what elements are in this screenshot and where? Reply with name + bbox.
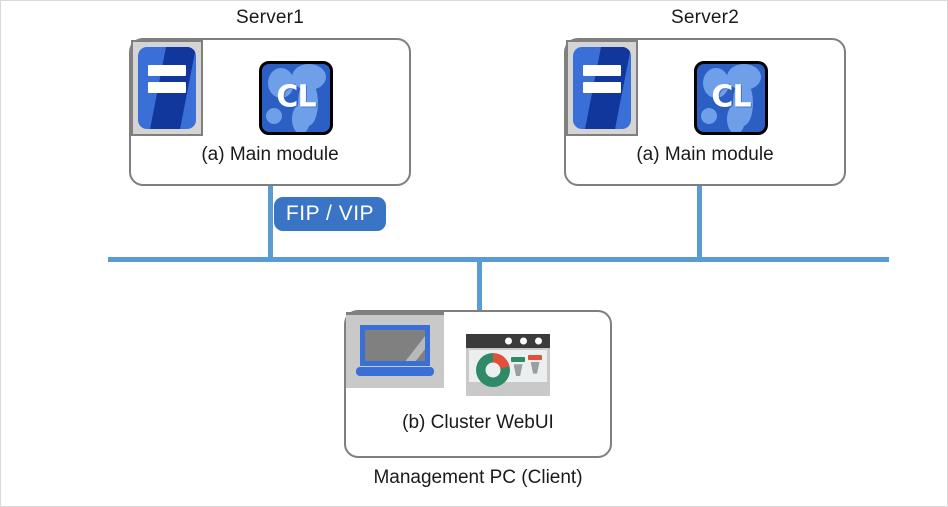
laptop-screen-glare-2 xyxy=(396,339,426,362)
cl-logo-blob-4 xyxy=(292,104,310,132)
client-browser-dashboard-icon xyxy=(466,334,550,396)
server2-module-label: (a) Main module xyxy=(636,144,774,165)
server-rack-body xyxy=(573,47,631,129)
server-rack-slot-2 xyxy=(147,82,187,93)
cl-logo-blob-1 xyxy=(268,68,294,98)
server-rack-body xyxy=(138,47,196,129)
donut-chart-hole xyxy=(485,362,501,378)
laptop-base xyxy=(355,367,435,377)
status-widget-2-stem xyxy=(530,361,540,374)
server1-network-link xyxy=(268,186,273,261)
client-laptop-icon xyxy=(346,312,444,388)
status-widget-2-cap xyxy=(528,354,543,360)
status-widget-1 xyxy=(511,357,526,377)
browser-content xyxy=(469,350,547,388)
server2-server-rack-icon xyxy=(566,40,638,136)
server2-network-link xyxy=(697,186,702,261)
client-module-label: (b) Cluster WebUI xyxy=(402,412,554,433)
cl-logo-blob-5 xyxy=(701,108,717,124)
server1-cl-logo-text: CL xyxy=(276,79,316,115)
cl-logo-blob-5 xyxy=(266,108,282,124)
status-widget-1-cap xyxy=(511,357,526,363)
client-caption: Management PC (Client) xyxy=(373,467,583,488)
status-widget-1-stem xyxy=(513,364,523,377)
server-rack-slot-2 xyxy=(582,82,622,93)
network-bus-line xyxy=(108,257,889,262)
server2-title: Server2 xyxy=(671,7,739,28)
server1-server-rack-icon xyxy=(131,40,203,136)
browser-dot-1 xyxy=(535,337,542,345)
cl-logo-blob-1 xyxy=(703,68,729,98)
status-widget-2 xyxy=(528,354,543,374)
fip-vip-badge: FIP / VIP xyxy=(274,197,386,231)
server2-cl-logo-text: CL xyxy=(711,79,751,115)
server1-title: Server1 xyxy=(236,7,304,28)
client-network-link xyxy=(477,259,482,311)
server-rack-slot-1 xyxy=(147,65,187,76)
donut-chart-icon xyxy=(475,353,510,388)
browser-dot-3 xyxy=(505,337,512,345)
server-rack-slot-1 xyxy=(582,65,622,76)
laptop-screen xyxy=(359,325,431,367)
server1-module-label: (a) Main module xyxy=(201,144,339,165)
cl-logo-blob-4 xyxy=(727,104,745,132)
browser-titlebar xyxy=(466,334,550,348)
server1-cl-logo: CL xyxy=(259,61,333,135)
server2-cl-logo: CL xyxy=(694,61,768,135)
browser-dot-2 xyxy=(520,337,527,345)
